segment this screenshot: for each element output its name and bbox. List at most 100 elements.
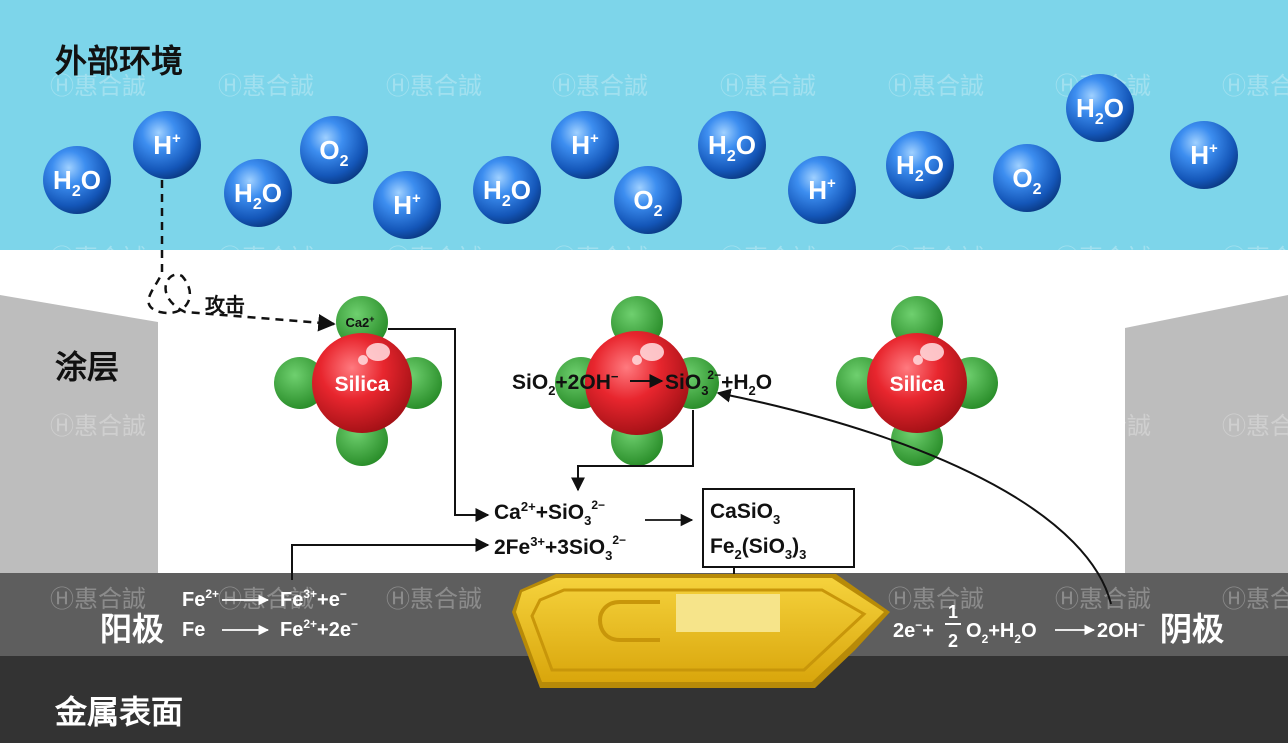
molecule-formula: H+ xyxy=(571,130,599,160)
silicate-to-reaction-arrow xyxy=(571,410,694,492)
watermark: Ⓗ惠合誠 xyxy=(720,244,816,272)
coating-right-wall xyxy=(1125,295,1288,573)
molecule-sphere xyxy=(473,156,541,224)
watermark: Ⓗ惠合誠 xyxy=(720,412,816,440)
anode-equation-1-left: Fe2+ xyxy=(182,587,219,611)
watermark: Ⓗ惠合誠 xyxy=(386,72,482,100)
molecule-sphere xyxy=(224,159,292,227)
silica-core xyxy=(312,333,412,433)
metal-upper-right xyxy=(1125,573,1288,656)
calcium-silicate-reaction: Ca2++SiO32− xyxy=(494,498,605,528)
watermark: Ⓗ惠合誠 xyxy=(552,72,648,100)
molecule-sphere xyxy=(788,156,856,224)
hydroxide-to-silica-arrow xyxy=(716,388,1112,605)
product-casio3: CaSiO3 xyxy=(710,500,780,527)
molecule-sphere xyxy=(993,144,1061,212)
watermark: Ⓗ惠合誠 xyxy=(50,585,146,613)
silica-dissolution-equation-right: SiO32−+H2O xyxy=(665,368,772,398)
silica-highlight xyxy=(632,355,642,365)
molecule-sphere xyxy=(698,111,766,179)
product-box xyxy=(702,488,855,568)
molecule: H2O xyxy=(698,111,766,179)
silica-highlight xyxy=(920,343,944,361)
defect-plate-groove xyxy=(597,600,660,642)
molecule: H2O xyxy=(43,146,111,214)
watermark: Ⓗ惠合誠 xyxy=(218,244,314,272)
molecule-formula: H2O xyxy=(53,165,101,200)
silica-label: Silica xyxy=(335,373,390,396)
molecule-sphere xyxy=(133,111,201,179)
anode-equation-1-right: Fe3++e− xyxy=(280,587,347,611)
molecule-formula: O2 xyxy=(319,135,348,170)
coating-defect-plate xyxy=(512,574,890,688)
molecule-formula: H+ xyxy=(808,175,836,205)
anode-label: 阳极 xyxy=(100,611,164,647)
ca-label: Ca2+ xyxy=(345,314,374,330)
molecule: O2 xyxy=(300,116,368,184)
molecule-formula: H+ xyxy=(393,190,421,220)
watermark: Ⓗ惠合誠 xyxy=(552,244,648,272)
watermark: Ⓗ惠合誠 xyxy=(1055,244,1151,272)
attack-path xyxy=(147,180,336,332)
watermark: Ⓗ惠合誠 xyxy=(386,412,482,440)
cathode-equation-middle: O2+H2O xyxy=(966,620,1037,646)
silica-particle-right: Silica xyxy=(836,296,998,466)
molecule-formula: O2 xyxy=(633,185,662,220)
silica-highlight xyxy=(358,355,368,365)
watermark: Ⓗ惠合誠 xyxy=(888,585,984,613)
coating-left-wall xyxy=(0,295,158,573)
watermark: Ⓗ惠合誠 xyxy=(1222,244,1288,272)
attack-label: 攻击 xyxy=(205,293,245,317)
watermark: Ⓗ惠合誠 xyxy=(218,412,314,440)
silica-label: Silica xyxy=(890,373,945,396)
watermark: Ⓗ惠合誠 xyxy=(1055,412,1151,440)
watermark: Ⓗ惠合誠 xyxy=(386,244,482,272)
cathode-equation-left: 2e−+ xyxy=(893,618,934,642)
molecule-sphere xyxy=(1170,121,1238,189)
molecule-sphere xyxy=(43,146,111,214)
molecule: H+ xyxy=(788,156,856,224)
silica-particle-middle xyxy=(555,296,719,466)
iron-to-reaction-arrow xyxy=(291,538,490,580)
silica-highlight xyxy=(913,355,923,365)
watermark: Ⓗ惠合誠 xyxy=(50,412,146,440)
environment-label: 外部环境 xyxy=(55,43,183,79)
molecule-formula: O2 xyxy=(1012,163,1041,198)
cathode-equation-right: 2OH− xyxy=(1097,618,1145,642)
molecule-sphere xyxy=(1066,74,1134,142)
molecule: H2O xyxy=(886,131,954,199)
watermark: Ⓗ惠合誠 xyxy=(720,72,816,100)
molecule-formula: H2O xyxy=(708,130,756,165)
silica-satellite xyxy=(274,357,326,409)
defect-plate-rim xyxy=(530,588,867,672)
molecule-sphere xyxy=(551,111,619,179)
molecule-formula: H2O xyxy=(483,175,531,210)
silica-core xyxy=(585,331,689,435)
molecule-sphere xyxy=(614,166,682,234)
silica-highlight xyxy=(366,343,390,361)
molecule: H2O xyxy=(473,156,541,224)
watermark: Ⓗ惠合誠 xyxy=(1222,412,1288,440)
silica-particle-left: Silica Ca2+ xyxy=(274,296,442,466)
molecule-sphere xyxy=(373,171,441,239)
ca-to-reaction-arrow xyxy=(388,328,490,522)
molecule: O2 xyxy=(993,144,1061,212)
watermark: Ⓗ惠合誠 xyxy=(888,244,984,272)
molecule-formula: H2O xyxy=(234,178,282,213)
metal-label: 金属表面 xyxy=(54,694,183,730)
molecule-formula: H+ xyxy=(153,130,181,160)
silica-highlight xyxy=(640,343,664,361)
molecule-formula: H2O xyxy=(896,150,944,185)
molecule-sphere xyxy=(886,131,954,199)
watermark: Ⓗ惠合誠 xyxy=(1222,585,1288,613)
molecule-formula: H2O xyxy=(1076,93,1124,128)
anode-equation-2-right: Fe2++2e− xyxy=(280,617,358,641)
molecule: H+ xyxy=(373,171,441,239)
watermark: Ⓗ惠合誠 xyxy=(50,72,146,100)
molecule-formula: H+ xyxy=(1190,140,1218,170)
watermark: Ⓗ惠合誠 xyxy=(1222,72,1288,100)
anode-equation-2-left: Fe xyxy=(182,619,205,641)
molecule: O2 xyxy=(614,166,682,234)
